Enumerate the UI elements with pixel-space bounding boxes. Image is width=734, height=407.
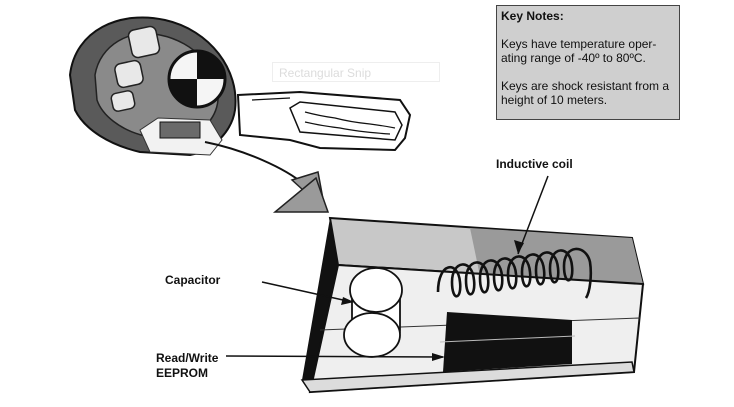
eeprom-leader bbox=[225, 355, 444, 358]
inductive-coil-label: Inductive coil bbox=[496, 157, 573, 171]
key-note-temperature: Keys have temperature oper- ating range … bbox=[501, 37, 657, 65]
key-button-bottom bbox=[110, 90, 136, 112]
key-note-shock: Keys are shock resistant from a height o… bbox=[501, 79, 670, 107]
transponder-block bbox=[300, 216, 645, 394]
inductive-coil-arrowhead bbox=[514, 240, 524, 254]
block-base bbox=[300, 361, 635, 393]
eeprom-component bbox=[443, 312, 572, 372]
key-button-middle bbox=[114, 59, 144, 89]
eeprom-label-line1: Read/Write bbox=[156, 351, 219, 365]
zoom-arrow bbox=[204, 141, 330, 213]
inductive-coil-component bbox=[436, 247, 593, 299]
key-notes-box: Key Notes: Keys have temperature oper- a… bbox=[496, 5, 680, 120]
eeprom-arrowhead bbox=[432, 353, 445, 361]
key-blade bbox=[236, 90, 412, 152]
eeprom-label-line2: EEPROM bbox=[156, 366, 209, 380]
inductive-coil-leader bbox=[517, 175, 549, 255]
block-stripe bbox=[470, 228, 643, 284]
key-notes-title: Key Notes: bbox=[501, 9, 564, 23]
capacitor-leader bbox=[261, 281, 353, 303]
capacitor-label: Capacitor bbox=[165, 273, 221, 287]
brand-roundel-icon bbox=[167, 49, 227, 109]
key-button-top bbox=[127, 25, 161, 59]
key-transponder-chip bbox=[159, 121, 201, 139]
capacitor-component bbox=[343, 267, 403, 358]
capacitor-arrowhead bbox=[341, 297, 354, 305]
car-key bbox=[68, 16, 237, 157]
block-left-side bbox=[302, 218, 338, 392]
rectangular-snip-overlay: Rectangular Snip bbox=[272, 62, 440, 82]
